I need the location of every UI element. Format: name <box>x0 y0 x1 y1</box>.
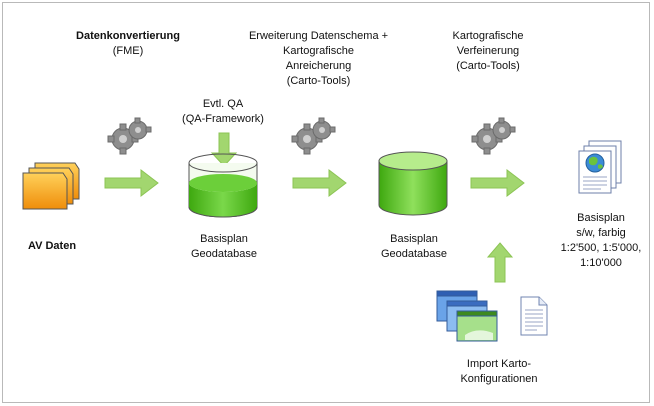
output-line1: Basisplan <box>577 212 625 224</box>
basisplan-2-label: Basisplan Geodatabase <box>369 232 459 262</box>
step-verfeinerung-tool: (Carto-Tools) <box>456 60 520 72</box>
arrow-right-icon <box>470 168 525 198</box>
step-erweiterung-label: Erweiterung Datenschema + Kartografische… <box>231 29 406 89</box>
step-qa-tool: (QA-Framework) <box>182 113 264 125</box>
gears-icon <box>107 117 152 155</box>
arrow-down-icon <box>210 132 238 167</box>
arrow-up-icon <box>486 242 514 283</box>
step-erweiterung-title-1: Erweiterung Datenschema + <box>248 30 389 42</box>
step-verfeinerung-title-2: Verfeinerung <box>456 45 520 57</box>
output-line3: 1:2'500, 1:5'000, <box>560 242 642 254</box>
import-line1: Import Karto- <box>466 358 532 370</box>
step-datenkonvertierung-title: Datenkonvertierung <box>76 30 180 42</box>
arrow-right-icon <box>292 168 347 198</box>
step-erweiterung-tool: (Carto-Tools) <box>286 75 351 87</box>
arrow-right-icon <box>104 168 159 198</box>
output-basisplan-label: Basisplan s/w, farbig 1:2'500, 1:5'000, … <box>551 211 651 271</box>
av-daten-label: AV Daten <box>27 240 77 252</box>
step-erweiterung-title-3: Anreicherung <box>285 60 352 72</box>
output-line4: 1:10'000 <box>580 257 622 269</box>
document-globe-icon <box>578 140 622 194</box>
document-icon <box>520 296 548 336</box>
step-qa-label: Evtl. QA (QA-Framework) <box>178 97 268 127</box>
cylinder-icon <box>378 151 448 216</box>
import-label: Import Karto- Konfigurationen <box>439 357 559 387</box>
step-verfeinerung-title-1: Kartografische <box>452 30 524 42</box>
basisplan-1-line1: Basisplan <box>200 233 248 245</box>
cylinder-icon <box>188 153 258 218</box>
basisplan-2-line1: Basisplan <box>390 233 438 245</box>
basisplan-2-line2: Geodatabase <box>380 248 448 260</box>
step-qa-title: Evtl. QA <box>202 98 244 110</box>
output-line2: s/w, farbig <box>576 227 626 239</box>
diagram-frame: Datenkonvertierung (FME) Erweiterung Dat… <box>2 2 650 403</box>
window-stack-icon <box>436 290 498 342</box>
basisplan-1-label: Basisplan Geodatabase <box>179 232 269 262</box>
gears-icon <box>471 117 516 155</box>
folder-stack-icon <box>22 162 80 210</box>
step-erweiterung-title-2: Kartografische <box>283 45 354 57</box>
step-verfeinerung-label: Kartografische Verfeinerung (Carto-Tools… <box>433 29 543 74</box>
step-datenkonvertierung-tool: (FME) <box>112 45 144 57</box>
basisplan-1-line2: Geodatabase <box>190 248 258 260</box>
step-datenkonvertierung-label: Datenkonvertierung (FME) <box>63 29 193 59</box>
gears-icon <box>291 117 336 155</box>
import-line2: Konfigurationen <box>460 373 538 385</box>
